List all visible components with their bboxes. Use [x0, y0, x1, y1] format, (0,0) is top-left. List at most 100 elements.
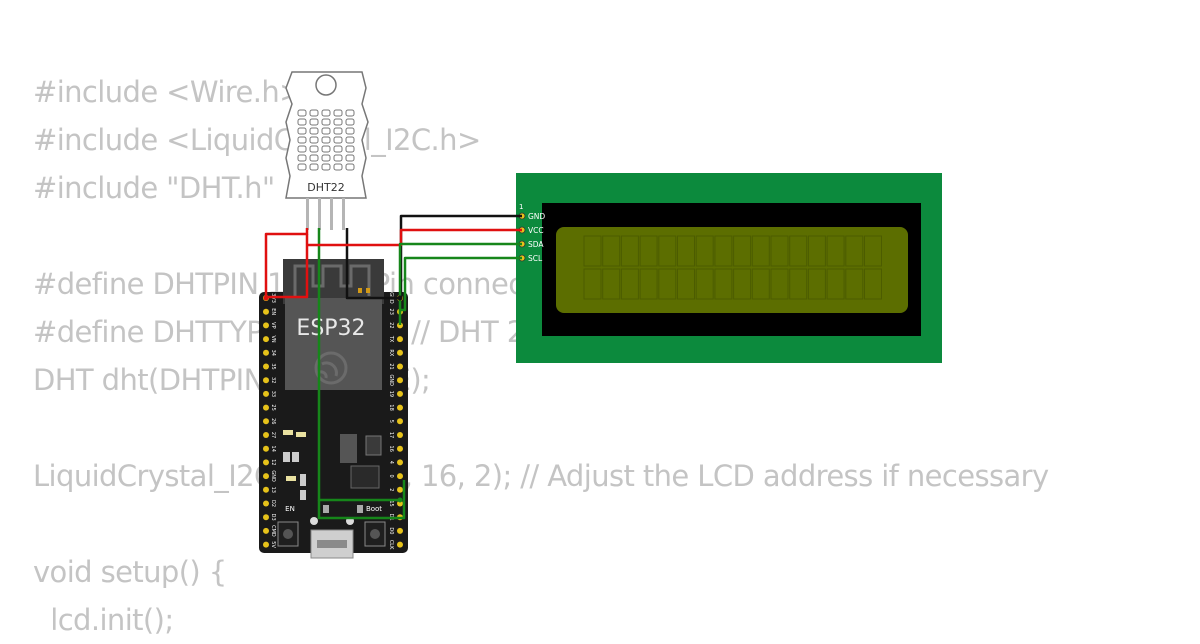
pin-label: VP	[270, 322, 276, 328]
vent-slot	[297, 109, 307, 117]
pin-label: GND	[388, 374, 394, 386]
lcd-char-cell	[583, 268, 602, 300]
lcd-char-cell	[826, 268, 845, 300]
header-pin[interactable]	[397, 486, 403, 493]
vent-slot	[297, 145, 307, 153]
vent-slot	[345, 145, 355, 153]
pin-label: 34	[270, 350, 276, 356]
lcd-pin-sda-label: SDA	[528, 240, 544, 249]
header-pin[interactable]	[263, 390, 269, 397]
header-pin[interactable]	[397, 349, 403, 356]
pin-label: 19	[388, 391, 394, 397]
header-pin[interactable]	[263, 336, 269, 343]
header-pin[interactable]	[397, 541, 403, 548]
vent-slot	[345, 163, 355, 171]
vent-slot	[297, 136, 307, 144]
lcd-char-cell	[770, 268, 789, 300]
usb-uart-chip	[365, 435, 382, 456]
header-pin[interactable]	[397, 404, 403, 411]
lcd1602-i2c[interactable]: 1 GND VCC SDA SCL	[516, 173, 942, 363]
header-pin[interactable]	[263, 500, 269, 507]
lcd-char-cell	[583, 235, 602, 267]
lcd-char-cell	[751, 268, 770, 300]
wire-dht-vcc	[264, 228, 309, 298]
pin-label: 22	[388, 322, 394, 328]
header-pin[interactable]	[263, 308, 269, 315]
pin-label: TX	[388, 335, 394, 343]
esp32-module-shield	[285, 298, 382, 390]
pin-label: 18	[388, 404, 394, 410]
pin-label: 27	[270, 432, 276, 438]
header-pin[interactable]	[263, 514, 269, 521]
header-pin[interactable]	[397, 363, 403, 370]
vent-slot	[321, 118, 331, 126]
pin-label: 26	[270, 418, 276, 424]
header-pin[interactable]	[397, 418, 403, 425]
vent-slot	[333, 163, 343, 171]
usb-bridge	[350, 465, 380, 489]
header-pin[interactable]	[263, 473, 269, 480]
dht22-sensor[interactable]: DHT22	[285, 71, 369, 230]
header-pin[interactable]	[397, 527, 403, 534]
lcd-char-cell	[770, 235, 789, 267]
header-pin[interactable]	[263, 349, 269, 356]
header-pin[interactable]	[263, 377, 269, 384]
wire-dht-data-bottom	[317, 480, 406, 520]
pin-label: D3	[270, 514, 276, 521]
boot-button-label: Boot	[366, 505, 382, 513]
vent-slot	[297, 163, 307, 171]
vent-slot	[321, 127, 331, 135]
vent-slot	[345, 118, 355, 126]
pin-label: D2	[270, 500, 276, 507]
header-pin[interactable]	[397, 377, 403, 384]
pin-label: 35	[270, 363, 276, 369]
header-pin[interactable]	[263, 418, 269, 425]
header-pin[interactable]	[263, 404, 269, 411]
vent-slot	[297, 127, 307, 135]
header-pin[interactable]	[263, 459, 269, 466]
header-pin[interactable]	[397, 445, 403, 452]
header-pin[interactable]	[397, 459, 403, 466]
en-button[interactable]	[277, 521, 299, 547]
pin-label: 14	[270, 446, 276, 452]
lcd-char-cell	[677, 268, 695, 300]
header-pin[interactable]	[263, 541, 269, 548]
espressif-logo-icon	[314, 351, 348, 385]
pin-label: 16	[388, 446, 394, 452]
boot-button[interactable]	[364, 521, 386, 547]
header-pin[interactable]	[263, 445, 269, 452]
dht22-label: DHT22	[307, 181, 344, 194]
header-pin[interactable]	[263, 432, 269, 438]
pin-label: 12	[270, 459, 276, 465]
esp32-devkit[interactable]: ESP32 EN Boot	[259, 259, 408, 559]
header-pin[interactable]	[397, 390, 403, 397]
code-line: #include <Wire.h>	[33, 75, 303, 109]
code-line: #include "DHT.h"	[33, 171, 275, 205]
header-pin[interactable]	[263, 322, 269, 329]
lcd-pin-gnd-label: GND	[528, 212, 545, 221]
vent-slot	[333, 145, 343, 153]
lcd-char-cell	[602, 268, 621, 300]
pin-label: 15	[388, 500, 394, 506]
vent-slot	[309, 127, 319, 135]
micro-usb-port	[310, 529, 354, 559]
pin-label: EN	[270, 308, 276, 315]
vent-slot	[321, 109, 331, 117]
vent-slot	[309, 136, 319, 144]
pin-label: 23	[388, 309, 394, 315]
header-pin[interactable]	[397, 432, 403, 438]
lcd-char-cell	[789, 268, 808, 300]
header-pin[interactable]	[397, 322, 403, 329]
pin-label: 21	[388, 363, 394, 369]
vent-slot	[297, 154, 307, 162]
header-pin[interactable]	[397, 473, 403, 480]
header-pin[interactable]	[397, 336, 403, 343]
dht22-pins	[306, 198, 345, 230]
wire-lcd-scl	[400, 256, 522, 312]
header-pin[interactable]	[263, 363, 269, 370]
esp32-label: ESP32	[296, 316, 365, 341]
lcd-char-cell	[714, 235, 733, 267]
header-pin[interactable]	[263, 486, 269, 493]
header-pin[interactable]	[263, 527, 269, 534]
vent-slot	[309, 163, 319, 171]
